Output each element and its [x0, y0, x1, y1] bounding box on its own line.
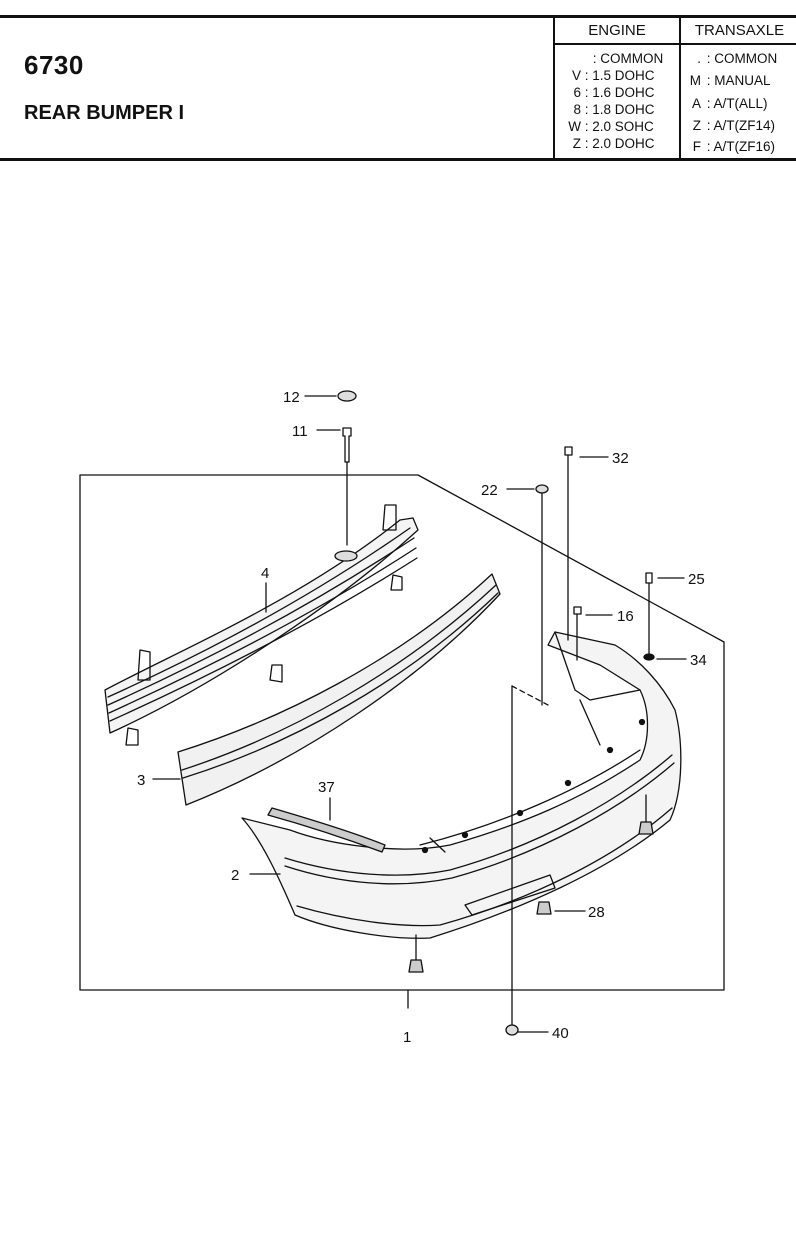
callout-12: 12: [283, 389, 300, 406]
header: 6730 REAR BUMPER I ENGINE TRANSAXLE : CO…: [0, 0, 796, 162]
engine-row: 6 : 1.6 DOHC: [573, 85, 655, 100]
applicability-table: ENGINE TRANSAXLE : COMMON V : 1.5 DOHC 6…: [553, 18, 796, 158]
leader-line: [511, 685, 549, 706]
section-code: 6730: [24, 50, 84, 80]
header-bottom-rule: [0, 158, 796, 161]
table-divider: [679, 18, 681, 158]
screw-fastener: [645, 572, 653, 584]
energy-absorber-part: [177, 573, 501, 806]
callout-28: 28: [588, 904, 605, 921]
callout-37: 37: [318, 779, 335, 796]
transaxle-row: Z : A/T(ZF14): [692, 118, 776, 133]
engine-heading: ENGINE: [588, 22, 646, 39]
engine-row: 8 : 1.8 DOHC: [573, 102, 655, 117]
engine-row: W : 2.0 SOHC: [568, 119, 654, 134]
push-clip: [408, 959, 424, 973]
callout-2: 2: [231, 867, 239, 884]
callout-1: 1: [403, 1029, 411, 1046]
push-clip: [638, 821, 654, 835]
transaxle-row: F : A/T(ZF16): [692, 139, 776, 154]
callout-34: 34: [690, 652, 707, 669]
callout-3: 3: [137, 772, 145, 789]
reflector-strip-part: [267, 807, 386, 853]
nut-fastener: [643, 653, 655, 661]
transaxle-row: M : MANUAL: [689, 73, 771, 88]
bolt-fastener: [342, 427, 352, 463]
callout-25: 25: [688, 571, 705, 588]
screw-fastener: [505, 1024, 519, 1036]
section-title: REAR BUMPER I: [24, 102, 185, 124]
transaxle-row: . : COMMON: [697, 51, 778, 66]
callout-40: 40: [552, 1025, 569, 1042]
callout-16: 16: [617, 608, 634, 625]
table-heading-rule: [553, 43, 796, 45]
callout-22: 22: [481, 482, 498, 499]
transaxle-heading: TRANSAXLE: [694, 22, 785, 39]
header-top-rule: [0, 15, 796, 18]
bumper-beam-part: [104, 504, 419, 746]
engine-row: : COMMON: [592, 51, 664, 66]
bumper-cover-part: [241, 631, 682, 939]
engine-row: Z : 2.0 DOHC: [572, 136, 655, 151]
push-clip: [536, 901, 552, 915]
engine-row: V : 1.5 DOHC: [571, 68, 655, 83]
cap-fastener: [337, 390, 357, 402]
exploded-parts-diagram: 12 11 32 22 25 4 16 34 3 37 2 28 1 40: [79, 389, 725, 1046]
clip-fastener: [535, 484, 549, 494]
transaxle-row: A : A/T(ALL): [691, 96, 768, 111]
screw-fastener: [564, 446, 573, 456]
screw-fastener: [573, 606, 582, 615]
callout-11: 11: [292, 423, 308, 440]
assembly-boundary: [79, 474, 725, 991]
callout-4: 4: [261, 565, 269, 582]
callout-32: 32: [612, 450, 629, 467]
table-left-border: [553, 18, 555, 158]
